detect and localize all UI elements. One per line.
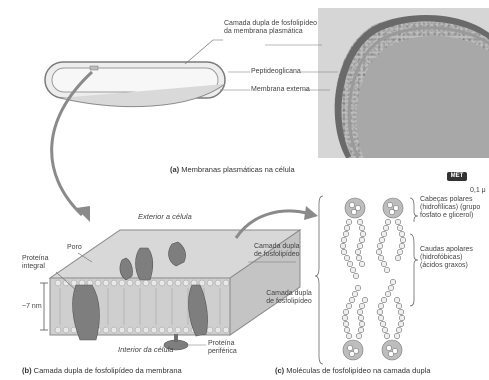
caption-a-letter: (a) — [170, 165, 179, 174]
label-outer-membrane: Membrana externa — [251, 86, 310, 94]
label-pore: Poro — [67, 244, 82, 252]
caption-b-text: Camada dupla de fosfolipídeo da membrana — [34, 366, 182, 375]
caption-b: (b) Camada dupla de fosfolipídeo da memb… — [22, 366, 182, 375]
label-bilayer-a: Camada dupla de fosfolipídeo da membrana… — [224, 20, 322, 36]
label-peripheral-protein: Proteína periférica — [208, 340, 254, 356]
caption-a-text: Membranas plasmáticas na célula — [181, 165, 294, 174]
label-bilayer-b: Camada dupla de fosfolipídeo — [254, 243, 308, 259]
caption-c: (c) Moléculas de fosfolipídeo na camada … — [275, 366, 431, 375]
label-bilayer-c: Camada dupla de fosfolipídeo — [262, 290, 316, 306]
label-interior: Interior da célula — [118, 346, 173, 354]
caption-c-letter: (c) — [275, 366, 284, 375]
caption-c-text: Moléculas de fosfolipídeo na camada dupl… — [286, 366, 430, 375]
caption-a: (a) Membranas plasmáticas na célula — [170, 165, 295, 174]
label-peptidoglycan: Peptideoglicana — [251, 68, 301, 76]
bacterial-cell — [45, 62, 225, 107]
label-thickness: ~7 nm — [22, 303, 42, 311]
label-integral-protein: Proteína integral — [22, 255, 58, 271]
caption-b-letter: (b) — [22, 366, 32, 375]
phospholipid-molecules — [340, 198, 406, 360]
label-exterior: Exterior a célula — [138, 213, 192, 221]
label-polar-heads: Cabeças polares (hidrofílicas) (grupo fo… — [420, 196, 488, 220]
label-nonpolar-tails: Caudas apolares (hidrofóbicas) (ácidos g… — [420, 246, 486, 270]
